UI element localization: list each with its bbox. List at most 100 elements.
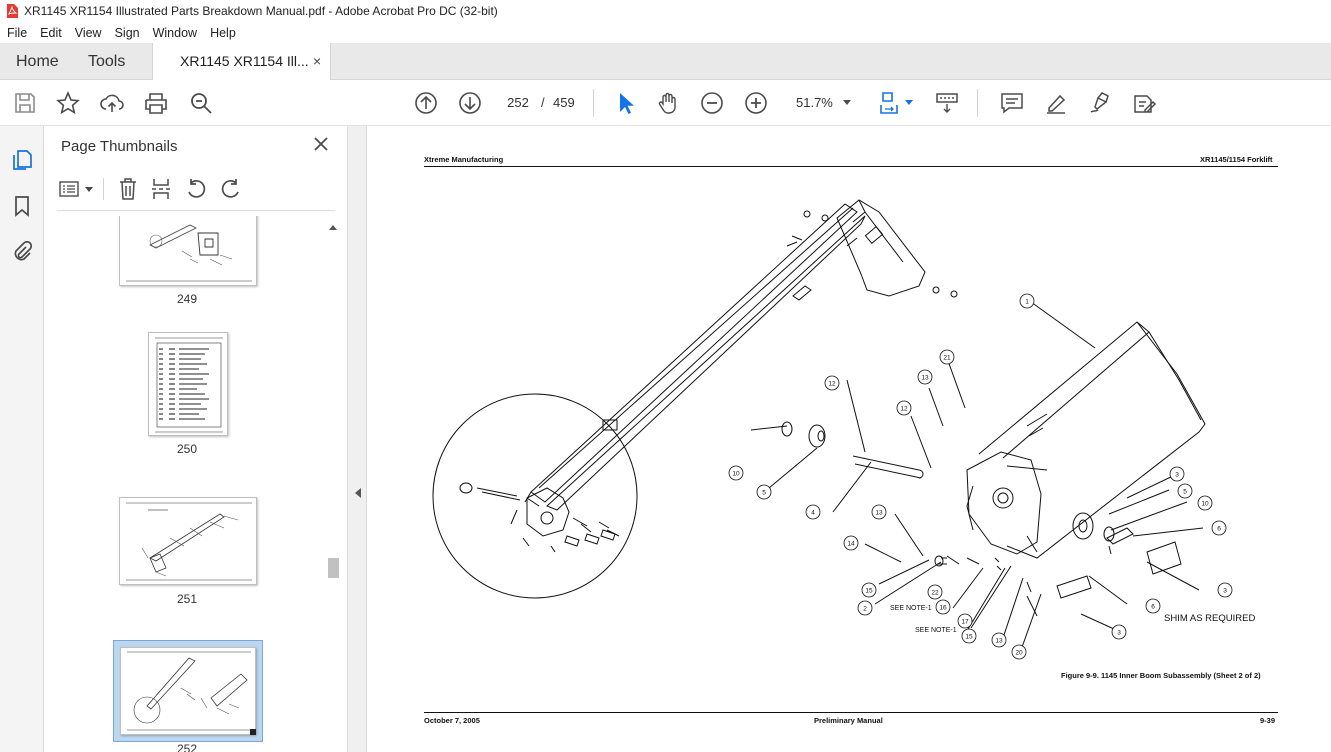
- next-page-icon[interactable]: [457, 90, 483, 116]
- page-total: 459: [553, 95, 575, 110]
- callout-label: 2: [863, 606, 867, 613]
- thumbnail-page-250[interactable]: [148, 332, 228, 436]
- window-title: XR1145 XR1154 Illustrated Parts Breakdow…: [24, 4, 498, 18]
- chevron-down-icon[interactable]: [905, 100, 913, 106]
- title-bar: XR1145 XR1154 Illustrated Parts Breakdow…: [0, 0, 1331, 22]
- fill-sign-icon[interactable]: [1131, 90, 1157, 116]
- fit-page-icon[interactable]: [878, 90, 904, 116]
- thumbnail-list: 249: [45, 216, 347, 752]
- page-251-preview: [126, 502, 252, 581]
- attachments-paperclip-icon[interactable]: [10, 240, 34, 264]
- panel-title: Page Thumbnails: [61, 138, 178, 155]
- menu-window[interactable]: Window: [152, 25, 198, 40]
- search-zoom-icon[interactable]: [188, 90, 214, 116]
- callout-label: 16: [939, 605, 947, 612]
- callout-label: 3: [1117, 630, 1121, 637]
- thumbnail-scrollbar[interactable]: [325, 222, 341, 752]
- callout-label: 17: [961, 619, 969, 626]
- callout-label: 13: [875, 510, 883, 517]
- zoom-out-icon[interactable]: [699, 90, 725, 116]
- callout-label: 15: [965, 634, 973, 641]
- menu-file[interactable]: File: [7, 25, 28, 40]
- acrobat-pdf-icon: [7, 4, 18, 18]
- collapse-panel-arrow-icon[interactable]: [354, 488, 361, 498]
- callout-label: 4: [811, 510, 815, 517]
- tab-home[interactable]: Home: [16, 53, 59, 70]
- main-toolbar: / 459 51.7%: [0, 80, 1331, 126]
- toolbar-divider: [103, 178, 104, 200]
- menu-edit[interactable]: Edit: [40, 25, 62, 40]
- page-footer-right: 9-39: [1260, 716, 1276, 725]
- comment-icon[interactable]: [999, 90, 1025, 116]
- chevron-down-icon[interactable]: [85, 187, 93, 193]
- delete-page-trash-icon[interactable]: [117, 177, 139, 201]
- save-icon[interactable]: [12, 90, 38, 116]
- figure-caption: Figure 9-9. 1145 Inner Boom Subassembly …: [1061, 671, 1261, 680]
- thumbnail-options-icon[interactable]: [59, 179, 83, 201]
- header-rule: [424, 166, 1278, 167]
- page-header-left: Xtreme Manufacturing: [424, 155, 504, 164]
- tab-close-icon[interactable]: ×: [313, 53, 322, 69]
- draw-sign-icon[interactable]: [1087, 90, 1113, 116]
- callout-label: 14: [847, 541, 855, 548]
- close-panel-icon[interactable]: [311, 134, 331, 154]
- previous-page-icon[interactable]: [413, 90, 439, 116]
- callout-label: 5: [762, 490, 766, 497]
- toolbar-divider: [593, 89, 594, 117]
- upload-cloud-icon[interactable]: [99, 90, 125, 116]
- thumbnail-page-249[interactable]: [119, 216, 257, 286]
- thumbnail-page-252[interactable]: [120, 647, 256, 735]
- select-cursor-icon[interactable]: [612, 90, 638, 116]
- page-thumbnails-icon[interactable]: [10, 148, 34, 172]
- page-header-right: XR1145/1154 Forklift: [1200, 155, 1273, 164]
- rotate-clockwise-icon[interactable]: [220, 178, 242, 200]
- page-250-preview: [155, 337, 223, 433]
- page-249-preview: [126, 224, 252, 282]
- callout-label: 6: [1151, 604, 1155, 611]
- bookmark-star-icon[interactable]: [55, 90, 81, 116]
- extract-pages-icon[interactable]: [150, 177, 172, 201]
- callout-label: 13: [921, 375, 929, 382]
- callout-label: 6: [1217, 526, 1221, 533]
- print-icon[interactable]: [143, 90, 169, 116]
- rotate-counterclockwise-icon[interactable]: [185, 178, 207, 200]
- menu-help[interactable]: Help: [210, 25, 236, 40]
- zoom-level-value: 51.7%: [796, 95, 833, 110]
- hand-tool-icon[interactable]: [655, 90, 681, 116]
- callout-label: 12: [900, 406, 908, 413]
- thumbnail-resize-handle[interactable]: [250, 729, 256, 735]
- exploded-parts-diagram: 1 21 13 12 12 10 5 4 3 5 10 6 3 6 3 13 1…: [432, 199, 1255, 660]
- footer-rule: [424, 712, 1278, 713]
- zoom-in-icon[interactable]: [743, 90, 769, 116]
- navigation-rail: [0, 126, 44, 752]
- tab-document[interactable]: XR1145 XR1154 Ill... ×: [152, 43, 331, 80]
- zoom-level-dropdown[interactable]: 51.7%: [786, 90, 858, 116]
- menu-view[interactable]: View: [74, 25, 102, 40]
- callout-label: 10: [732, 471, 740, 478]
- toolbar-divider: [977, 89, 978, 117]
- menu-sign[interactable]: Sign: [114, 25, 140, 40]
- thumbnail-label-252: 252: [176, 742, 198, 752]
- highlight-pen-icon[interactable]: [1043, 90, 1069, 116]
- page-footer-center: Preliminary Manual: [814, 716, 883, 725]
- page-separator: /: [541, 95, 545, 110]
- callout-label: 21: [943, 355, 951, 362]
- thumbnail-page-251[interactable]: [119, 497, 257, 585]
- scrollbar-thumb[interactable]: [328, 558, 339, 578]
- bookmarks-icon[interactable]: [10, 194, 34, 218]
- callout-label: 1: [1025, 299, 1029, 306]
- callout-label: 13: [995, 638, 1003, 645]
- scrolling-mode-icon[interactable]: [934, 90, 960, 116]
- tab-document-label: XR1145 XR1154 Ill...: [180, 53, 309, 69]
- panel-splitter[interactable]: [347, 126, 367, 752]
- tab-tools[interactable]: Tools: [88, 53, 126, 70]
- document-view[interactable]: Xtreme Manufacturing XR1145/1154 Forklif…: [367, 126, 1331, 752]
- callout-label: 5: [1183, 489, 1187, 496]
- page-thumbnails-panel: Page Thumbnails 249: [45, 126, 347, 752]
- note-shim-as-required: SHIM AS REQUIRED: [1164, 613, 1255, 624]
- thumbnail-label-250: 250: [176, 442, 198, 456]
- page-number-input[interactable]: [500, 90, 536, 115]
- scroll-up-arrow-icon[interactable]: [329, 224, 337, 230]
- callout-label: 3: [1223, 588, 1227, 595]
- note-see-note-1: SEE NOTE-1: [890, 605, 932, 612]
